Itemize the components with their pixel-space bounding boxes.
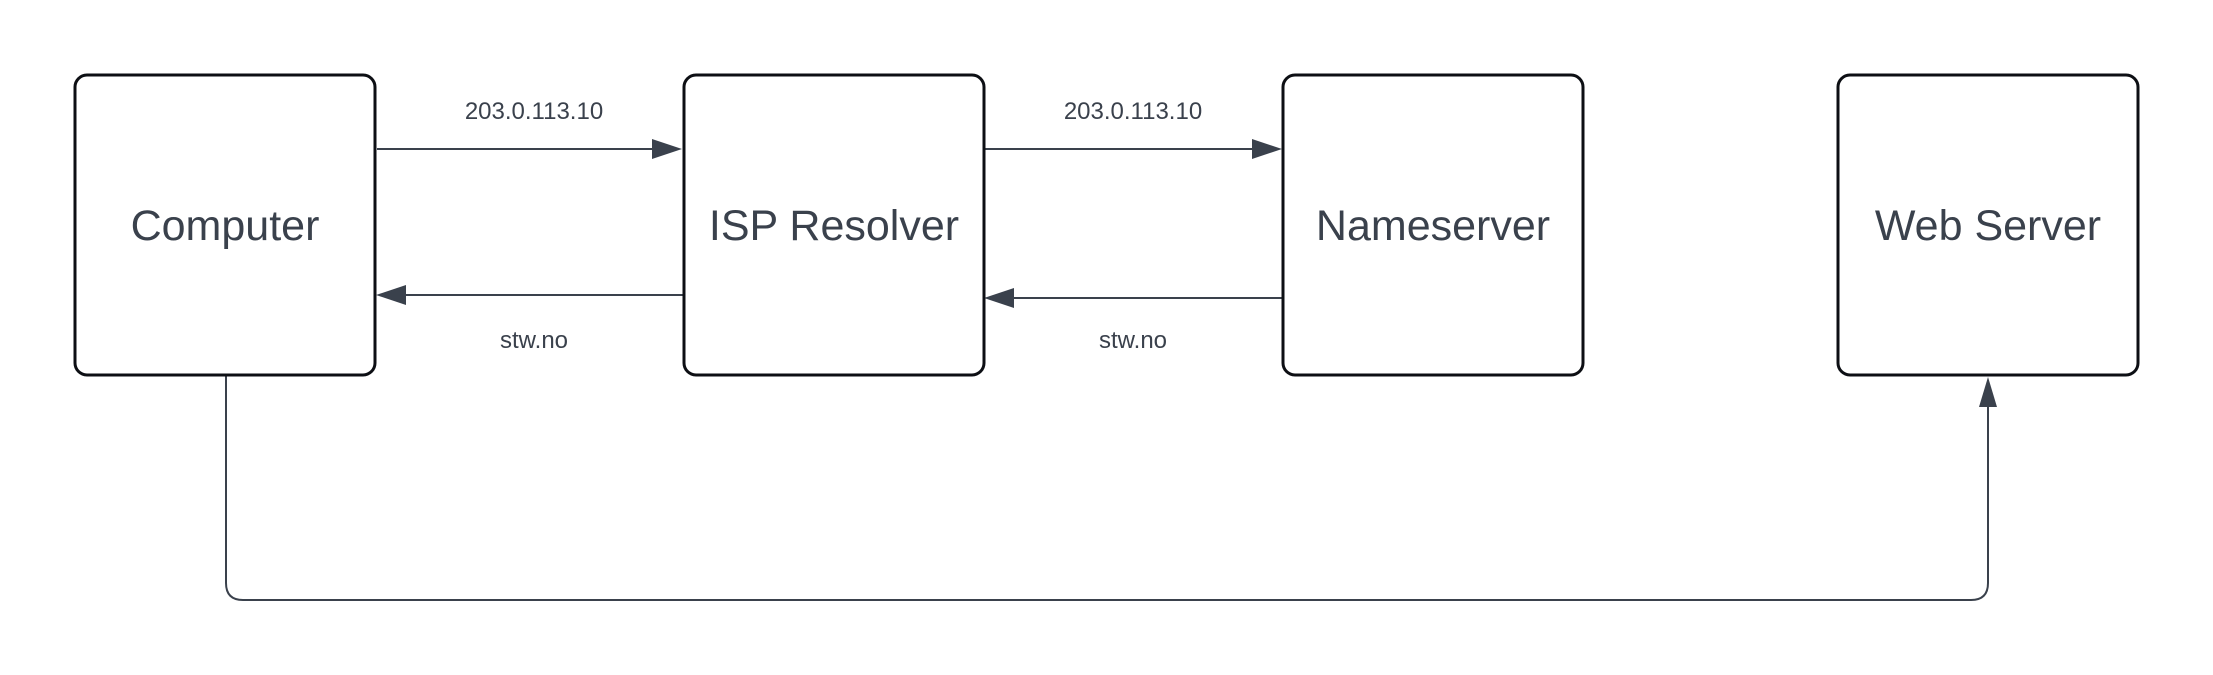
edge-label-resolver-to-computer: stw.no (500, 327, 568, 354)
edge-resolver-to-computer: stw.no (376, 285, 684, 354)
node-label-nameserver: Nameserver (1316, 202, 1550, 250)
edge-resolver-to-nameserver: 203.0.113.10 (984, 98, 1282, 159)
arrowhead-up-icon (1979, 377, 1997, 407)
edge-label-resolver-to-nameserver: 203.0.113.10 (1064, 98, 1202, 125)
node-box (682, 73, 986, 377)
edge-label-computer-to-resolver: 203.0.113.10 (465, 98, 603, 125)
edge-computer-to-resolver: 203.0.113.10 (377, 98, 682, 159)
arrowhead-right-icon (1252, 139, 1282, 159)
edge-computer-to-web-server (225, 376, 1997, 601)
edge-nameserver-to-resolver: stw.no (984, 288, 1283, 354)
node-web-server: Web Server (1836, 73, 2140, 377)
node-label-isp-resolver: ISP Resolver (709, 202, 959, 250)
edge-line (225, 376, 1989, 601)
node-box (73, 73, 377, 377)
node-label-web-server: Web Server (1875, 202, 2101, 250)
arrowhead-left-icon (984, 288, 1014, 308)
node-label-computer: Computer (131, 202, 320, 250)
arrowhead-left-icon (376, 285, 406, 305)
node-isp-resolver: ISP Resolver (682, 73, 986, 377)
node-computer: Computer (73, 73, 377, 377)
node-box (1836, 73, 2140, 377)
node-nameserver: Nameserver (1281, 73, 1585, 377)
arrowhead-right-icon (652, 139, 682, 159)
edge-label-nameserver-to-resolver: stw.no (1099, 327, 1167, 354)
node-box (1281, 73, 1585, 377)
